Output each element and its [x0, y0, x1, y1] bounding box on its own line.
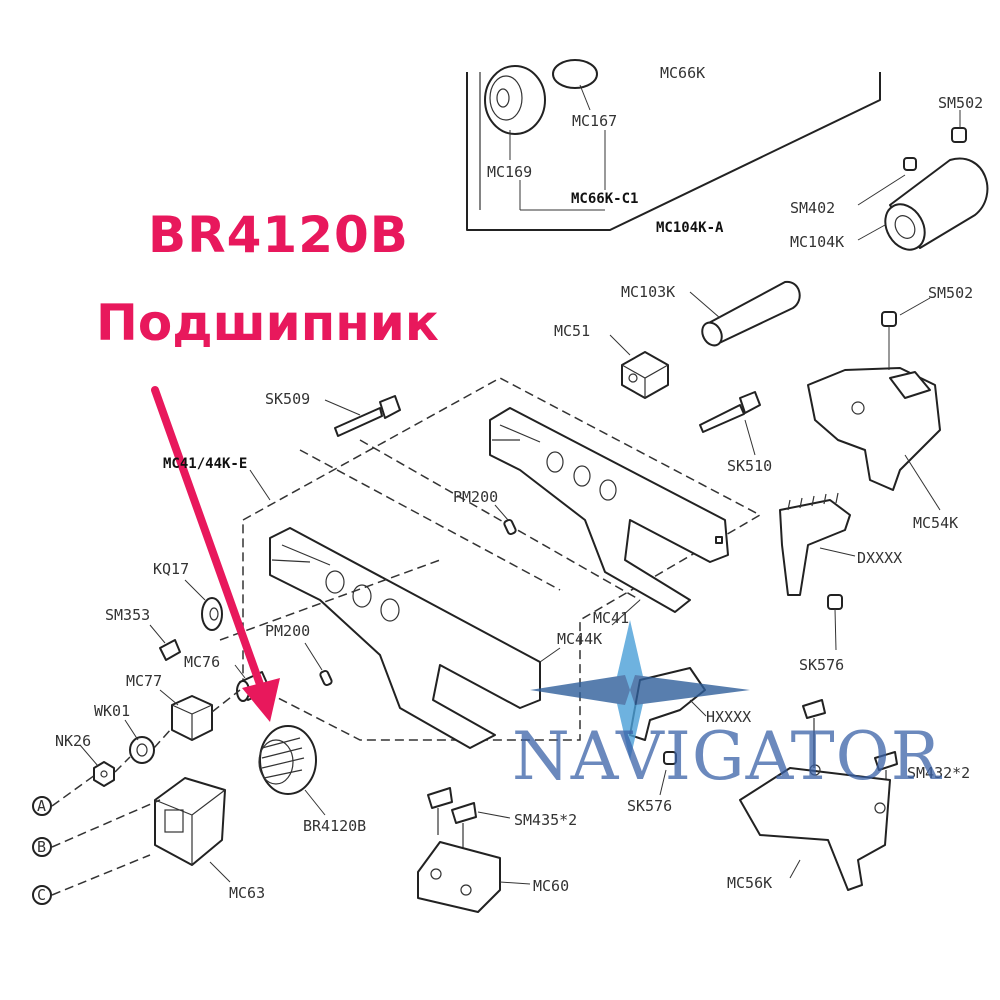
mc51-block [609, 334, 669, 399]
label-mc41-44k-e: MC41/44K-E [163, 456, 247, 472]
bottom-parts [417, 699, 898, 913]
label-mc66k: MC66K [660, 64, 705, 82]
label-circle-a: A [37, 797, 46, 815]
label-pm200-lower: PM200 [265, 622, 310, 640]
label-pm200-upper: PM200 [453, 488, 498, 506]
label-sk510: SK510 [727, 457, 772, 475]
label-mc44k: MC44K [557, 630, 602, 648]
label-hxxxx: HXXXX [706, 708, 751, 726]
label-mc63: MC63 [229, 884, 265, 902]
label-mc76: MC76 [184, 653, 220, 671]
pointer-arrow [151, 386, 280, 722]
label-mc56k: MC56K [727, 874, 772, 892]
label-mc41: MC41 [593, 609, 629, 627]
label-mc54k: MC54K [913, 514, 958, 532]
mc54k-bracket [807, 297, 941, 511]
label-sm502-right: SM502 [928, 284, 973, 302]
label-mc51: MC51 [554, 322, 590, 340]
label-circle-b: B [37, 838, 46, 856]
mc103k-shaft [689, 280, 801, 347]
label-mc104k-a: MC104K-A [656, 220, 724, 236]
label-mc103k: MC103K [621, 283, 675, 301]
label-circle-c: C [37, 886, 46, 904]
label-nk26: NK26 [55, 732, 91, 750]
dxxxx-feed-dog [779, 492, 856, 651]
label-sm435: SM435*2 [514, 811, 577, 829]
navigator-watermark: NAVIGATOR [512, 718, 942, 795]
label-sk576-lower: SK576 [627, 797, 672, 815]
label-mc66k-c1: MC66K-C1 [571, 191, 638, 207]
label-kq17: KQ17 [153, 560, 189, 578]
label-sk509: SK509 [265, 390, 310, 408]
promo-part-name: Подшипник [96, 294, 439, 352]
label-sk576-upper: SK576 [799, 656, 844, 674]
sk510-screw [699, 391, 761, 456]
part-labels: MC66K MC167 MC169 MC66K-C1 MC104K-A SM40… [37, 64, 983, 904]
label-br4120b: BR4120B [303, 817, 366, 835]
label-sm432: SM432*2 [907, 764, 970, 782]
label-sm502-top: SM502 [938, 94, 983, 112]
label-sm353: SM353 [105, 606, 150, 624]
label-mc167: MC167 [572, 112, 617, 130]
label-wk01: WK01 [94, 702, 130, 720]
label-mc104k: MC104K [790, 233, 844, 251]
sk509-screw [324, 395, 401, 437]
label-dxxxx: DXXXX [857, 549, 902, 567]
mc104k-sleeve [857, 110, 989, 251]
label-sm402: SM402 [790, 199, 835, 217]
label-mc169: MC169 [487, 163, 532, 181]
navigator-logo-star [530, 620, 750, 760]
mc66k-c1-subassembly [466, 59, 881, 231]
label-mc77: MC77 [126, 672, 162, 690]
mc41-44k-e-assembly [242, 377, 762, 749]
promo-part-code: BR4120B [148, 206, 409, 264]
label-mc60: MC60 [533, 877, 569, 895]
